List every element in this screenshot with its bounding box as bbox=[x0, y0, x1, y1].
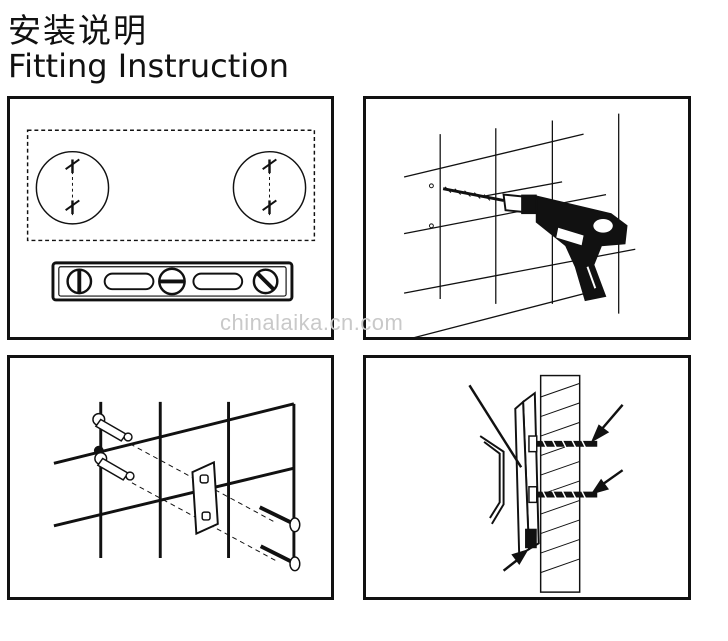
right-circle-mark bbox=[232, 150, 307, 225]
title-chinese: 安装说明 bbox=[8, 11, 148, 50]
step-2-drill-holes-panel bbox=[363, 96, 691, 340]
dashed-template-outline bbox=[26, 129, 316, 242]
screw-lower bbox=[528, 486, 598, 504]
tile-grid bbox=[53, 401, 296, 558]
spirit-level bbox=[51, 261, 294, 302]
step-4-hang-mirror-panel bbox=[363, 355, 691, 600]
step-1-mark-and-level-panel bbox=[7, 96, 334, 340]
mirror-frame bbox=[479, 391, 540, 557]
mirror-bottom-lip bbox=[525, 528, 537, 549]
wall-plug-bottom bbox=[94, 451, 135, 481]
watermark-text: chinalaika.cn.com bbox=[220, 310, 404, 335]
drilling-illustration bbox=[403, 113, 636, 337]
screw-upper bbox=[528, 435, 598, 453]
marking-template-illustration bbox=[26, 129, 316, 302]
left-circle-mark bbox=[35, 150, 110, 225]
step-3-screw-bracket-panel bbox=[7, 355, 334, 600]
title-english: Fitting Instruction bbox=[8, 47, 289, 85]
power-drill bbox=[442, 186, 628, 302]
bracket-mounting-illustration bbox=[53, 401, 301, 572]
mounting-bracket bbox=[191, 460, 219, 536]
screw-bottom bbox=[259, 544, 301, 572]
wall-plug-top bbox=[92, 412, 133, 442]
hanging-illustration bbox=[468, 374, 624, 593]
screw-top bbox=[258, 505, 301, 533]
pointer-arrows bbox=[468, 384, 624, 572]
wall-section bbox=[539, 374, 581, 593]
